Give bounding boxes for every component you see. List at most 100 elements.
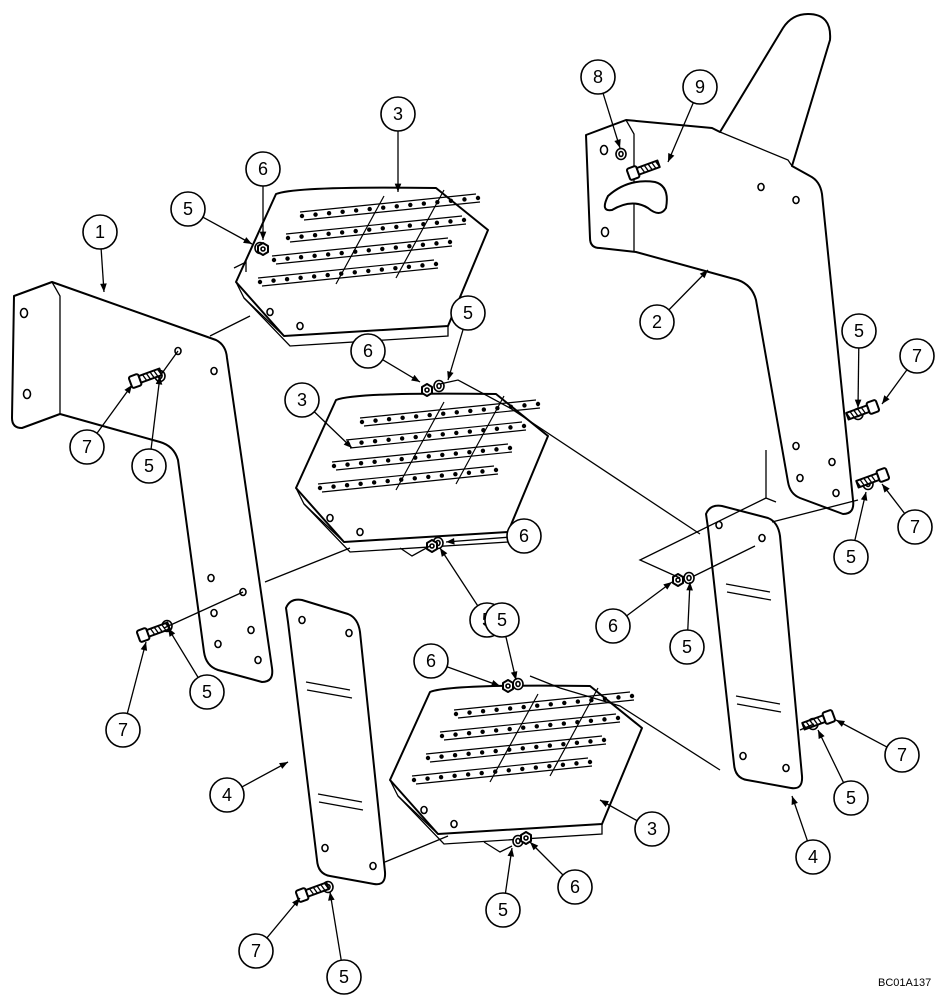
callout-label: 7 bbox=[910, 517, 920, 537]
callout-circle bbox=[634, 811, 670, 847]
callout-5: 5 bbox=[447, 295, 486, 381]
callout-circle bbox=[450, 295, 486, 331]
callouts: 123334455555555555566666677777789 bbox=[69, 59, 935, 995]
callout-circle bbox=[326, 959, 362, 995]
callout-7: 7 bbox=[835, 719, 920, 773]
bolt-a bbox=[127, 367, 163, 389]
callout-circle bbox=[170, 191, 206, 227]
callout-circle bbox=[682, 69, 718, 105]
callout-7: 7 bbox=[69, 384, 133, 465]
callout-circle bbox=[413, 643, 449, 679]
callout-6: 6 bbox=[245, 151, 281, 240]
diagram-code: BC01A137 bbox=[878, 977, 931, 989]
callout-5: 5 bbox=[485, 847, 521, 928]
callout-circle bbox=[595, 608, 631, 644]
callout-3: 3 bbox=[599, 799, 670, 847]
tread-bottom bbox=[389, 684, 643, 845]
nut-c bbox=[426, 539, 438, 553]
callout-label: 5 bbox=[339, 967, 349, 987]
callout-7: 7 bbox=[881, 483, 933, 545]
callout-label: 5 bbox=[144, 456, 154, 476]
callout-circle bbox=[897, 509, 933, 545]
callout-2: 2 bbox=[639, 269, 709, 340]
callout-circle bbox=[380, 96, 416, 132]
washer-j bbox=[615, 147, 627, 161]
callout-label: 1 bbox=[95, 222, 105, 242]
callout-label: 5 bbox=[854, 321, 864, 341]
callout-label: 6 bbox=[258, 159, 268, 179]
callout-circle bbox=[69, 429, 105, 465]
callout-circle bbox=[841, 313, 877, 349]
callout-label: 9 bbox=[695, 77, 705, 97]
bolt-g bbox=[801, 709, 837, 731]
callout-label: 2 bbox=[652, 312, 662, 332]
callout-label: 3 bbox=[647, 819, 657, 839]
callout-label: 7 bbox=[897, 745, 907, 765]
callout-circle bbox=[209, 777, 245, 813]
callout-label: 5 bbox=[846, 788, 856, 808]
callout-label: 7 bbox=[251, 941, 261, 961]
callout-7: 7 bbox=[105, 641, 148, 748]
callout-label: 4 bbox=[808, 847, 818, 867]
step-treads bbox=[235, 186, 643, 845]
callout-8: 8 bbox=[580, 59, 621, 149]
bolt-c bbox=[294, 881, 330, 903]
callout-label: 3 bbox=[393, 104, 403, 124]
callout-5: 5 bbox=[841, 313, 877, 409]
callout-label: 7 bbox=[912, 346, 922, 366]
callout-label: 5 bbox=[846, 547, 856, 567]
callout-3: 3 bbox=[380, 96, 416, 192]
callout-3: 3 bbox=[284, 382, 353, 449]
callout-label: 4 bbox=[222, 785, 232, 805]
callout-label: 5 bbox=[498, 900, 508, 920]
callout-6: 6 bbox=[350, 333, 421, 383]
callout-label: 5 bbox=[202, 682, 212, 702]
washer-f bbox=[512, 677, 524, 691]
callout-5: 5 bbox=[817, 729, 869, 816]
callout-5: 5 bbox=[170, 191, 253, 245]
callout-label: 5 bbox=[463, 303, 473, 323]
callout-circle bbox=[580, 59, 616, 95]
callout-6: 6 bbox=[595, 581, 673, 644]
callout-5: 5 bbox=[326, 891, 362, 995]
fasteners bbox=[127, 147, 891, 903]
tread-middle bbox=[295, 392, 549, 553]
callout-label: 8 bbox=[593, 67, 603, 87]
left-side-plate bbox=[285, 598, 387, 886]
callout-5: 5 bbox=[669, 581, 705, 665]
callout-label: 7 bbox=[82, 437, 92, 457]
right-bracket bbox=[585, 13, 855, 515]
callout-circle bbox=[557, 869, 593, 905]
washer-c bbox=[433, 379, 445, 393]
callout-circle bbox=[485, 892, 521, 928]
callout-1: 1 bbox=[82, 214, 118, 293]
callout-circle bbox=[639, 304, 675, 340]
callout-label: 7 bbox=[118, 720, 128, 740]
callout-5: 5 bbox=[833, 491, 869, 575]
nut-f bbox=[672, 573, 684, 587]
tread-top bbox=[235, 186, 489, 347]
callout-label: 5 bbox=[682, 637, 692, 657]
callout-circle bbox=[833, 780, 869, 816]
callout-circle bbox=[506, 518, 542, 554]
callout-circle bbox=[238, 933, 274, 969]
callout-circle bbox=[350, 333, 386, 369]
nut-d bbox=[502, 679, 514, 693]
callout-label: 6 bbox=[608, 616, 618, 636]
bolt-e bbox=[845, 399, 881, 421]
callout-6: 6 bbox=[445, 518, 542, 554]
nut-a bbox=[257, 242, 269, 256]
callout-5: 5 bbox=[131, 375, 167, 484]
callout-circle bbox=[189, 674, 225, 710]
callout-circle bbox=[795, 839, 831, 875]
callout-circle bbox=[669, 629, 705, 665]
callout-7: 7 bbox=[238, 897, 301, 969]
right-side-plate bbox=[705, 504, 804, 790]
callout-label: 5 bbox=[183, 199, 193, 219]
callout-label: 6 bbox=[426, 651, 436, 671]
callout-circle bbox=[833, 539, 869, 575]
callout-4: 4 bbox=[791, 795, 831, 875]
assembly-lines bbox=[159, 260, 859, 863]
callout-9: 9 bbox=[667, 69, 718, 163]
